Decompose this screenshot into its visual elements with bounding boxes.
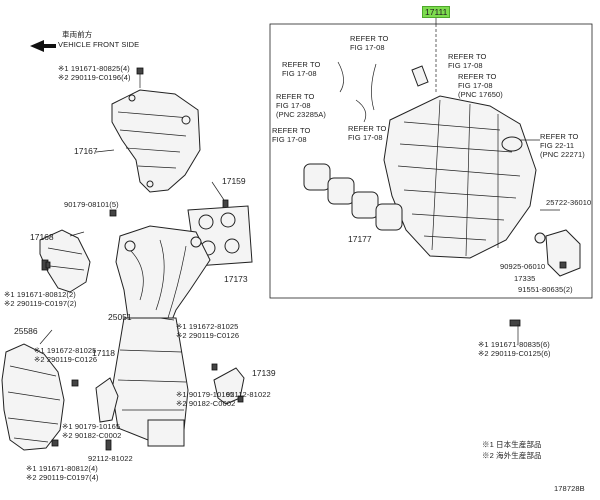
callout-92112-b[interactable]: 92112-81022 — [88, 454, 133, 463]
callout-25051[interactable]: 25051 — [108, 312, 132, 322]
partno-group-8: ※1 191671-80835(6)※2 290119-C0125(6) — [478, 340, 551, 358]
callout-17118[interactable]: 17118 — [92, 348, 116, 358]
callout-91551[interactable]: 91551-80635(2) — [518, 285, 573, 294]
legend-domestic: ※1 日本生産部品 — [482, 440, 542, 449]
group-frame — [269, 23, 593, 299]
callout-90179-a[interactable]: 90179-08101(5) — [64, 200, 119, 209]
partno-group-3: ※1 191672-81025※2 290119-C0126 — [176, 322, 240, 340]
front-label: VEHICLE FRONT SIDE — [58, 40, 140, 49]
callout-17159[interactable]: 17159 — [222, 176, 246, 186]
callout-25722[interactable]: 25722-36010 — [546, 198, 592, 207]
throttle-sensor — [545, 229, 581, 277]
callout-17335[interactable]: 17335 — [514, 274, 536, 283]
callout-92112-a[interactable]: 92112-81022 — [226, 390, 271, 399]
intake-manifold — [383, 95, 537, 259]
callout-17177[interactable]: 17177 — [348, 234, 372, 244]
callout-17173[interactable]: 17173 — [224, 274, 248, 284]
callout-17139[interactable]: 17139 — [252, 368, 276, 378]
partno-group-5: ※1 90179-10165※2 90182-C0002 — [176, 390, 236, 408]
exhaust-insulator — [1, 343, 65, 451]
callout-17168[interactable]: 17168 — [30, 232, 54, 242]
front-arrow-icon — [30, 40, 56, 52]
manifold-stay — [95, 377, 119, 423]
callout-17111[interactable]: 17111 — [422, 6, 451, 18]
partno-group-6: ※1 90179-10165※2 90182-C0002 — [62, 422, 122, 440]
front-jp: 車両前方 — [62, 30, 93, 39]
callout-90925[interactable]: 90925-06010 — [500, 262, 546, 271]
callout-25586[interactable]: 25586 — [14, 326, 38, 336]
legend-overseas: ※2 海外生産部品 — [482, 451, 542, 460]
heat-insulator — [111, 89, 201, 193]
partno-group-7: ※1 191671-80812(4)※2 290119-C0197(4) — [26, 464, 99, 482]
callout-17167[interactable]: 17167 — [74, 146, 98, 156]
partno-group-2: ※1 191671-80812(2)※2 290119-C0197(2) — [4, 290, 77, 308]
figure-id: 178728B — [554, 484, 585, 493]
partno-group-4: ※1 191672-81025※2 290119-C0126 — [34, 346, 98, 364]
partno-group-1: ※1 191671-80825(4)※2 290119-C0196(4) — [58, 64, 131, 82]
